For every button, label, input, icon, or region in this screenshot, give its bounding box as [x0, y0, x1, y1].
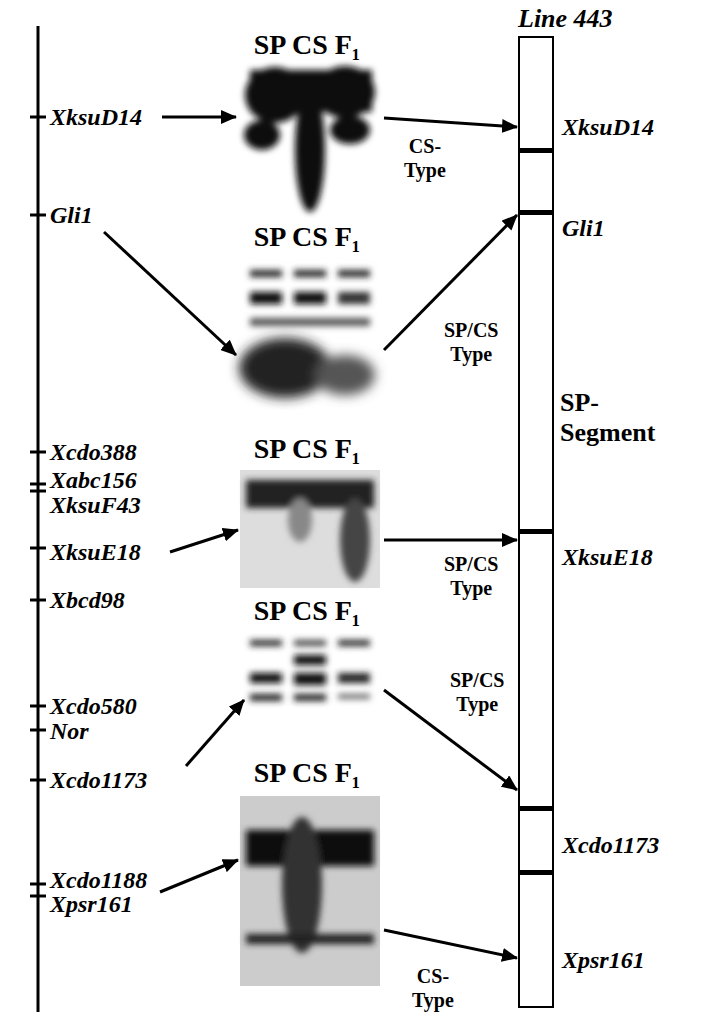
lane-header: SP CS F₁ — [232, 758, 382, 788]
blot-panel: SP CS F₁ — [232, 596, 382, 724]
marker-label: Xcdo1173 — [562, 831, 659, 859]
blot-panel: SP CS F₁ — [232, 30, 382, 216]
gel-blot — [250, 640, 370, 701]
chromosome-bar: Line 443 — [518, 36, 554, 1008]
marker-label: Xpsr161 — [562, 946, 645, 974]
marker-label: Xbcd98 — [50, 586, 125, 614]
type-label: SP/CS Type — [448, 668, 506, 716]
type-label: CS-Type — [402, 134, 448, 182]
marker-label: Xabc156 — [50, 466, 137, 494]
blot-panel: SP CS F₁ — [232, 222, 382, 412]
gel-blot — [240, 796, 380, 986]
result-arrow — [384, 118, 517, 127]
gel-blot — [244, 66, 375, 212]
marker-label: XksuD14 — [50, 103, 142, 131]
marker-label: XksuD14 — [562, 113, 654, 141]
marker-label: Xcdo1173 — [50, 766, 147, 794]
marker-label: XksuE18 — [562, 543, 653, 571]
lane-header: SP CS F₁ — [232, 222, 382, 252]
blot-panel: SP CS F₁ — [232, 434, 382, 592]
gel-blot — [239, 270, 375, 398]
marker-label: Xcdo580 — [50, 692, 137, 720]
marker-label: Xcdo1188 — [50, 866, 147, 894]
marker-label: XksuF43 — [50, 491, 141, 519]
lane-header: SP CS F₁ — [232, 596, 382, 626]
marker-label: Xcdo388 — [50, 438, 137, 466]
type-label: SP/CS Type — [442, 318, 500, 366]
result-arrow — [384, 930, 517, 958]
segment-label: SP- Segment — [560, 388, 655, 448]
marker-label: Nor — [50, 717, 89, 745]
lane-header: SP CS F₁ — [232, 30, 382, 60]
result-arrow — [384, 539, 517, 542]
blot-panel: SP CS F₁ — [232, 758, 382, 992]
marker-label: Xpsr161 — [50, 890, 133, 918]
type-label: CS-Type — [410, 964, 456, 1012]
marker-label: Gli1 — [50, 201, 93, 229]
map-axis — [30, 26, 46, 1012]
segment-band — [518, 148, 554, 875]
line-heading: Line 443 — [518, 4, 613, 34]
gel-blot — [240, 470, 380, 588]
marker-label: Gli1 — [562, 214, 605, 242]
lane-header: SP CS F₁ — [232, 434, 382, 464]
marker-label: XksuE18 — [50, 538, 141, 566]
type-label: SP/CS Type — [442, 552, 500, 600]
